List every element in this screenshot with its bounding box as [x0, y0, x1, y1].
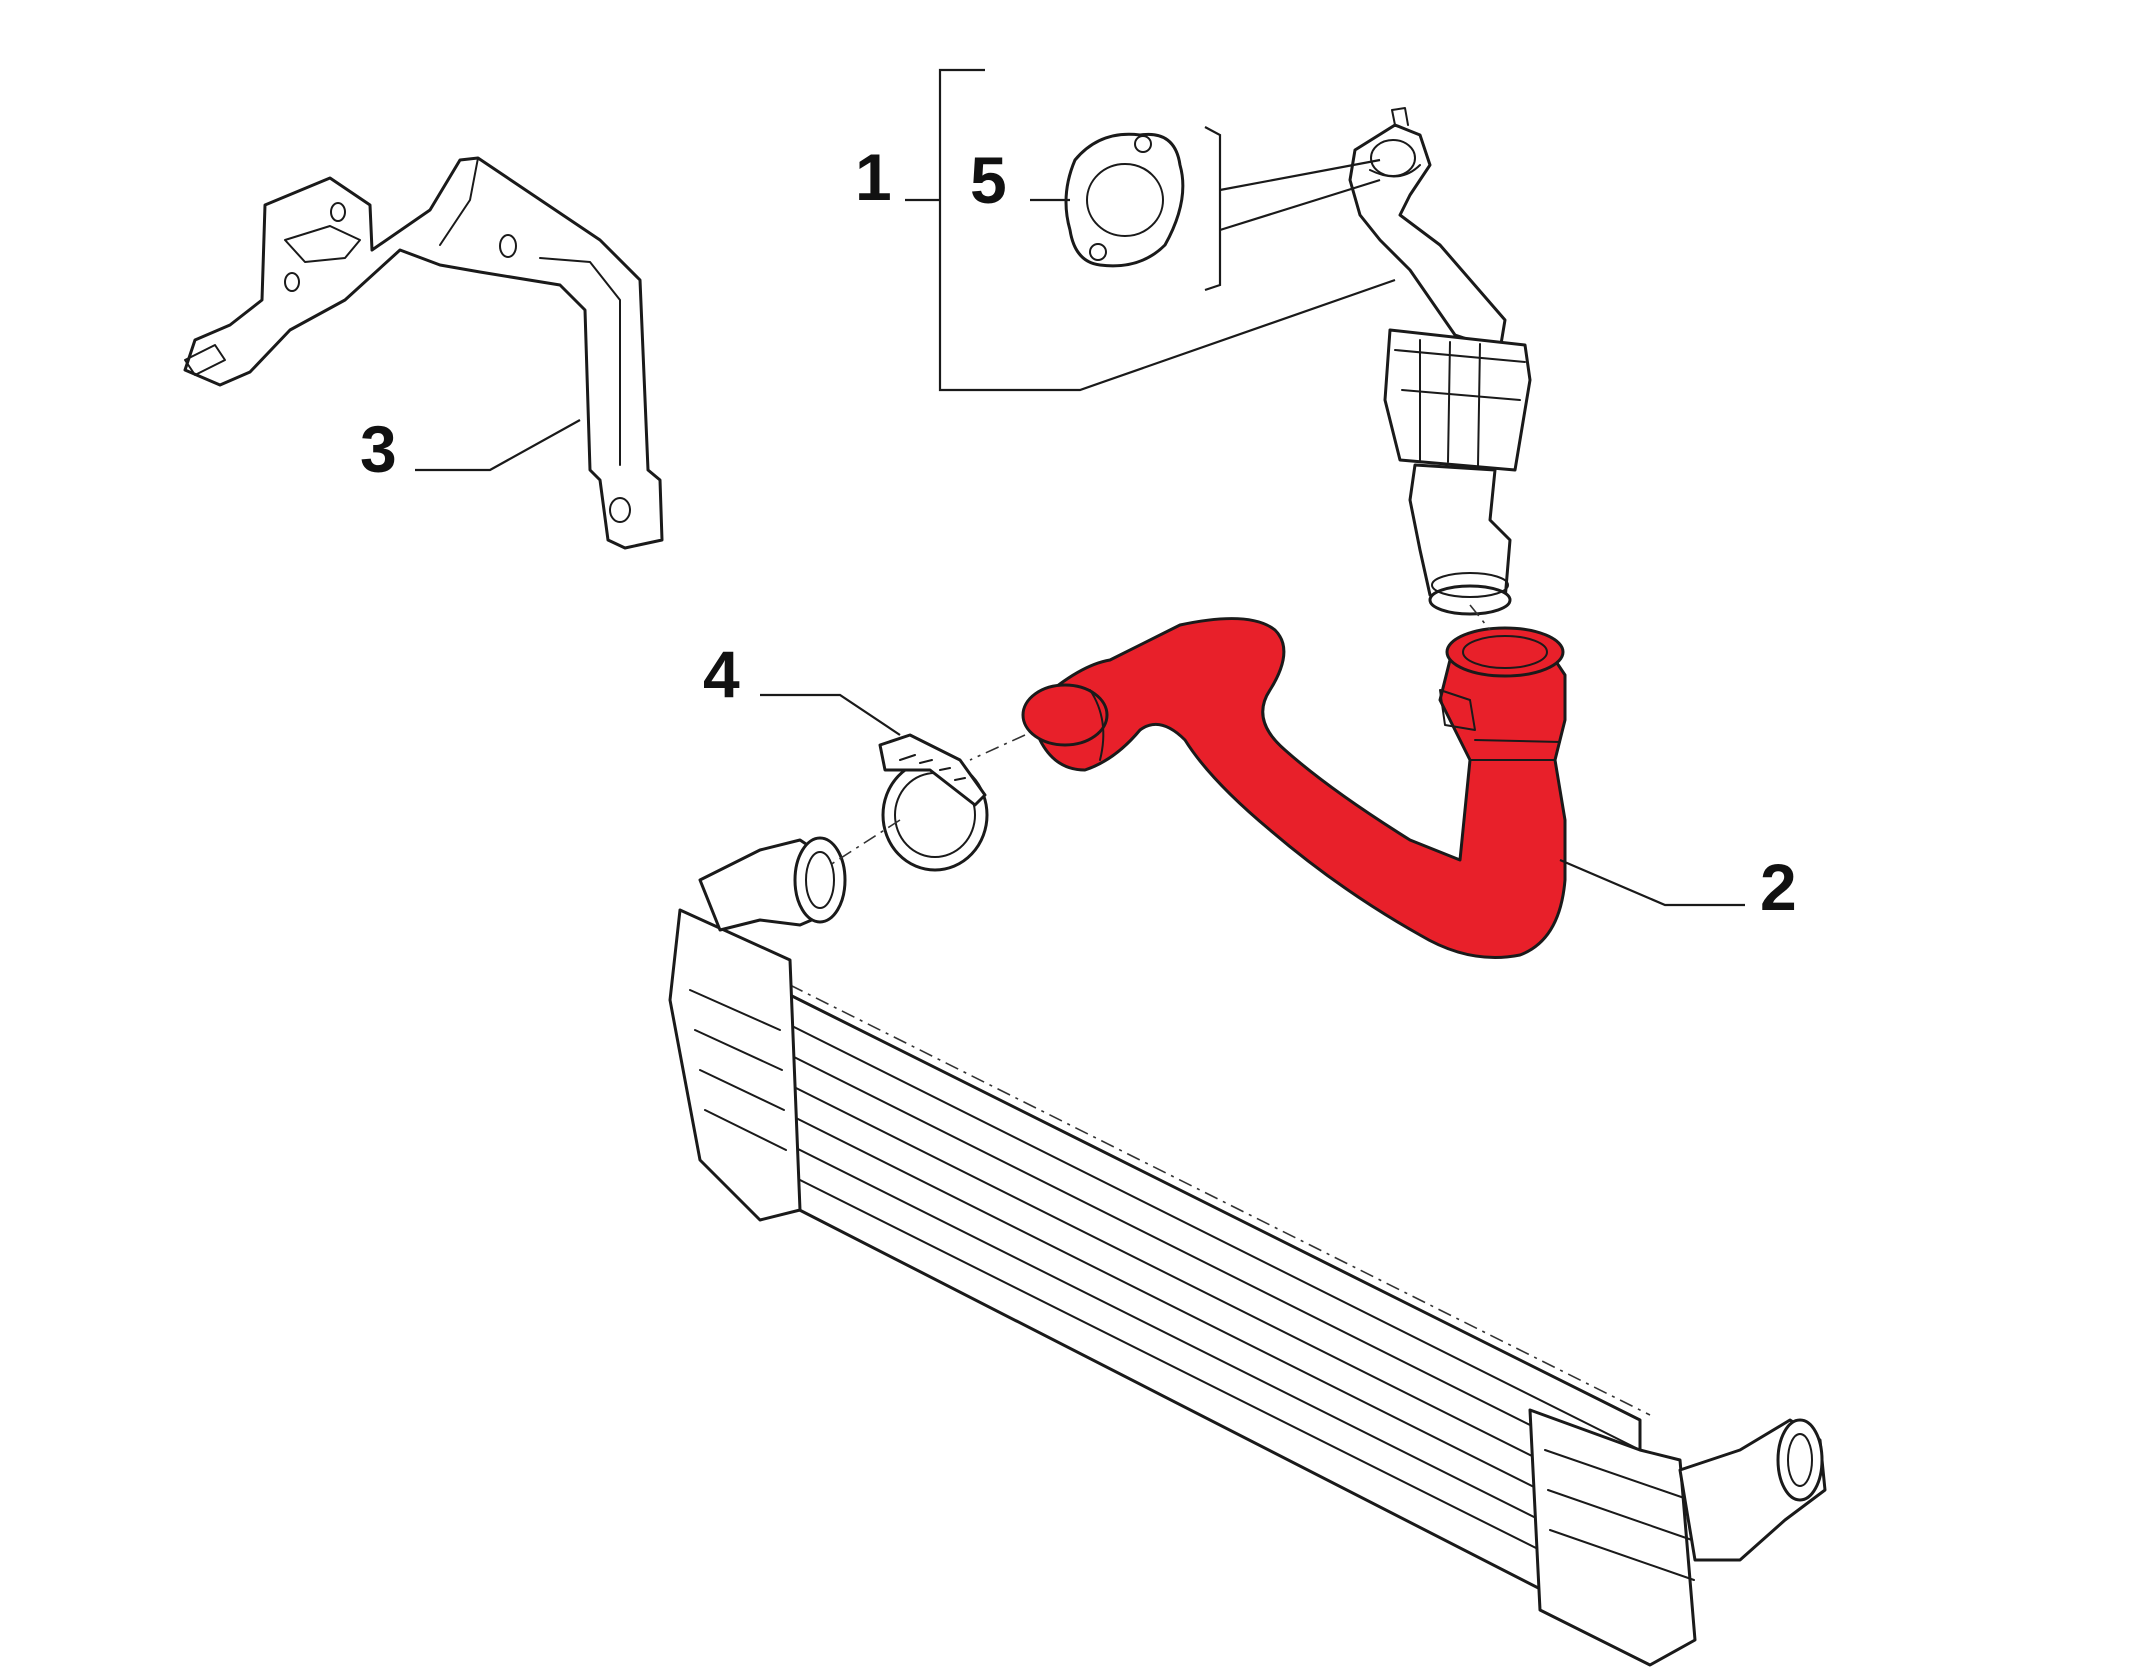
callout-2: 2 [1760, 850, 1797, 924]
leader-lines [415, 68, 1745, 907]
bracket-part [183, 156, 664, 550]
red-hose-part [1021, 617, 1567, 959]
hose-end [1021, 683, 1109, 747]
hose-body [1038, 617, 1567, 959]
upper-pipe-part [1348, 107, 1532, 616]
gasket-part [1064, 132, 1185, 268]
callout-3: 3 [360, 412, 397, 486]
intercooler-part [668, 836, 1827, 1667]
callout-1: 1 [855, 140, 892, 214]
callout-5: 5 [970, 143, 1007, 217]
callout-4: 4 [703, 637, 740, 711]
hose-clamp-part [878, 733, 989, 872]
